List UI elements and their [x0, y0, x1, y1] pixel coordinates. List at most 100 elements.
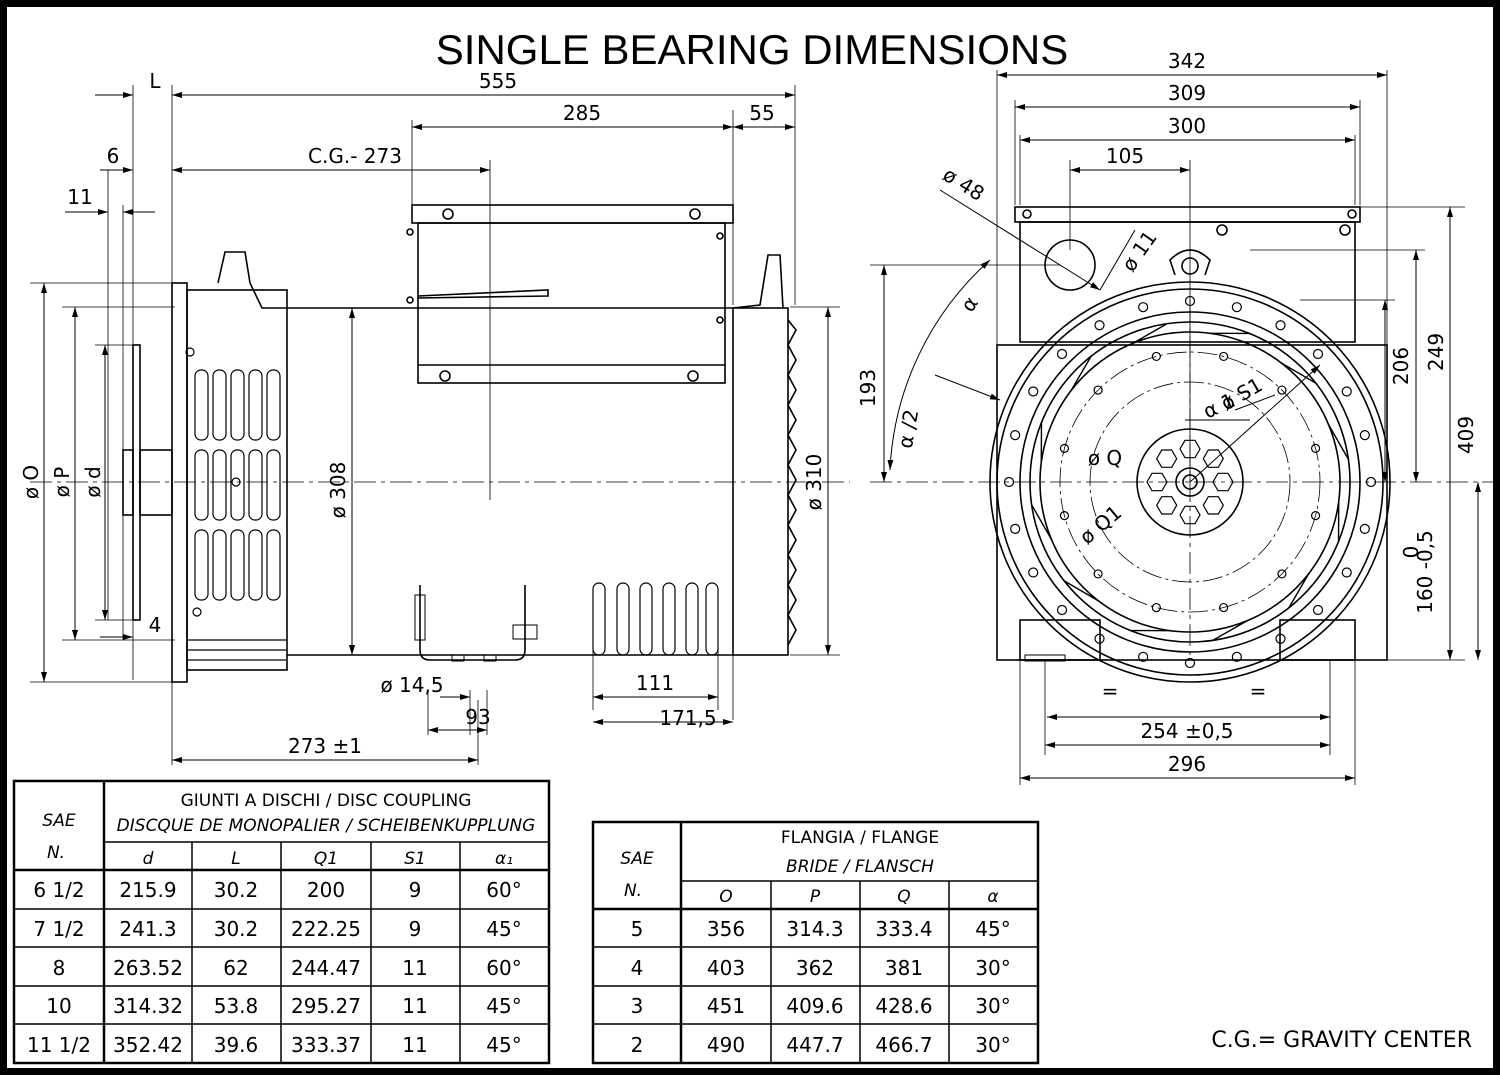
- dim-L: L: [149, 69, 161, 93]
- coupling-bolt-hole: [1277, 569, 1287, 579]
- hub-hex-bolt: [1179, 439, 1201, 459]
- coupling-col-header: d: [143, 849, 154, 869]
- flange-bolt-hole: [1138, 651, 1149, 662]
- coupling-cell: 241.3: [119, 917, 176, 941]
- hub-hex-bolt: [1156, 449, 1178, 468]
- coupling-col-header: α₁: [495, 849, 513, 869]
- flange-cell: 2: [631, 1033, 644, 1057]
- dim-111: 111: [636, 671, 674, 695]
- dim-309: 309: [1168, 81, 1206, 105]
- dim-phi-o: ø O: [19, 465, 43, 499]
- flange-bolt-hole: [1275, 633, 1286, 644]
- dim-phi-310: ø 310: [802, 454, 826, 511]
- flange-bolt-hole: [1003, 476, 1015, 488]
- flange-bolt-hole: [1341, 567, 1352, 578]
- hub-hex-bolt: [1202, 449, 1224, 468]
- flange-cell: 381: [885, 956, 923, 980]
- dim-6: 6: [107, 144, 120, 168]
- dim-160: 160 -0,5: [1413, 530, 1437, 614]
- flange-cell: 466.7: [875, 1033, 932, 1057]
- flange-cell: 30°: [975, 994, 1010, 1018]
- coupling-bolt-hole: [1277, 385, 1287, 395]
- coupling-cell: 314.32: [113, 994, 183, 1018]
- dim-11: 11: [67, 185, 92, 209]
- dim-phi-14-5: ø 14,5: [380, 673, 443, 697]
- coupling-sae-label: SAE: [42, 811, 75, 831]
- coupling-bolt-hole: [1093, 569, 1103, 579]
- flange-bolt-hole: [1231, 651, 1242, 662]
- flange-header-1: FLANGIA / FLANGE: [781, 828, 939, 848]
- coupling-cell: 45°: [486, 994, 521, 1018]
- flange-cell: 4: [631, 956, 644, 980]
- dim-phi-11: ø 11: [1117, 226, 1162, 276]
- coupling-cell: 11: [402, 956, 427, 980]
- fan-spoke: [1288, 572, 1310, 609]
- coupling-cell: 9: [409, 878, 422, 902]
- coupling-bolt-hole: [1151, 602, 1161, 613]
- flange-cell: 333.4: [875, 917, 932, 941]
- coupling-cell: 45°: [486, 1033, 521, 1057]
- gravity-center-note: C.G.= GRAVITY CENTER: [1211, 1028, 1472, 1053]
- flange-table: SAE N. FLANGIA / FLANGE BRIDE / FLANSCH …: [591, 820, 1040, 1065]
- coupling-cell: 333.37: [291, 1033, 361, 1057]
- coupling-header-1: GIUNTI A DISCHI / DISC COUPLING: [181, 791, 472, 811]
- coupling-table: SAE N. GIUNTI A DISCHI / DISC COUPLING D…: [12, 779, 551, 1065]
- coupling-cell: 215.9: [119, 878, 176, 902]
- side-view: [30, 85, 850, 765]
- dim-409: 409: [1454, 416, 1478, 454]
- dim-cg-273: C.G.- 273: [308, 144, 402, 168]
- dim-254: 254 ±0,5: [1140, 719, 1233, 743]
- flange-bolt-hole: [1359, 523, 1370, 534]
- flange-cell: 451: [707, 994, 745, 1018]
- dim-342: 342: [1168, 49, 1206, 73]
- dim-equal-left: =: [1102, 679, 1119, 703]
- coupling-bolt-hole: [1219, 602, 1229, 613]
- dim-300: 300: [1168, 114, 1206, 138]
- dim-phi-q1: ø Q1: [1075, 500, 1126, 549]
- coupling-cell: 11 1/2: [27, 1033, 91, 1057]
- flange-bolt-hole: [1365, 476, 1377, 488]
- flange-bolt-hole: [1359, 430, 1370, 441]
- dim-93: 93: [465, 705, 490, 729]
- flange-cell: 356: [707, 917, 745, 941]
- dim-285: 285: [563, 101, 601, 125]
- coupling-col-header: S1: [404, 849, 426, 869]
- coupling-col-header: Q1: [314, 849, 338, 869]
- coupling-cell: 295.27: [291, 994, 361, 1018]
- dim-555: 555: [479, 69, 517, 93]
- hub-hex-bolt: [1146, 472, 1168, 492]
- dim-tol-0: 0: [1399, 546, 1423, 559]
- flange-bolt-hole: [1275, 320, 1286, 331]
- coupling-cell: 45°: [486, 917, 521, 941]
- dim-206: 206: [1389, 347, 1413, 385]
- coupling-cell: 222.25: [291, 917, 361, 941]
- coupling-bolt-hole: [1151, 351, 1161, 362]
- dim-4: 4: [149, 613, 162, 637]
- coupling-cell: 11: [402, 1033, 427, 1057]
- coupling-cell: 352.42: [113, 1033, 183, 1057]
- coupling-cell: 62: [223, 956, 248, 980]
- flange-bolt-hole: [1312, 348, 1324, 360]
- coupling-cell: 60°: [486, 878, 521, 902]
- flange-bolt-hole: [1094, 633, 1105, 644]
- dim-296: 296: [1168, 752, 1206, 776]
- flange-bolt-hole: [1056, 604, 1068, 616]
- flange-bolt-hole: [1341, 386, 1352, 397]
- coupling-cell: 53.8: [214, 994, 259, 1018]
- flange-cell: 30°: [975, 956, 1010, 980]
- coupling-bolt-hole: [1059, 443, 1070, 453]
- hub-hex-bolt: [1179, 505, 1201, 525]
- dim-phi-48: ø 48: [939, 162, 989, 206]
- dim-193: 193: [856, 369, 880, 407]
- coupling-cell: 263.52: [113, 956, 183, 980]
- flange-cell: 409.6: [786, 994, 843, 1018]
- coupling-bolt-hole: [1093, 385, 1103, 395]
- flange-col-header: α: [987, 887, 998, 907]
- flange-cell: 45°: [975, 917, 1010, 941]
- coupling-cell: 8: [53, 956, 66, 980]
- coupling-col-header: L: [231, 849, 240, 869]
- front-view: [870, 70, 1495, 785]
- coupling-cell: 30.2: [214, 878, 259, 902]
- coupling-cell: 11: [402, 994, 427, 1018]
